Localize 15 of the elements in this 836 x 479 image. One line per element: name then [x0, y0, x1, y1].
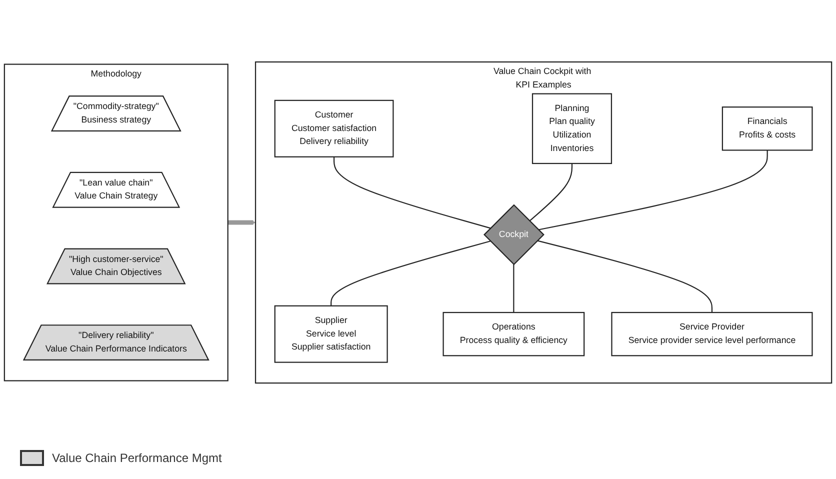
node-box: Customer Customer satisfaction Delivery reliability — [274, 100, 394, 158]
node-box: Service Provider Service provider service level performance — [611, 312, 813, 356]
node-diamond: Cockpit — [483, 204, 544, 266]
connector — [538, 150, 768, 230]
legend-text: Value Chain Performance Mgmt — [52, 451, 222, 465]
node-box: Planning Plan quality Utilization Inventories — [532, 93, 612, 164]
node-box: Supplier Service level Supplier satisfaction — [274, 305, 388, 363]
connector — [333, 156, 491, 229]
node-box: Operations Process quality & efficiency — [442, 312, 585, 356]
connector — [537, 240, 713, 312]
connector — [513, 264, 514, 312]
connector — [529, 163, 573, 222]
connector — [330, 240, 491, 306]
node-box: Financials Profits & costs — [722, 106, 813, 151]
arrow — [228, 220, 256, 225]
